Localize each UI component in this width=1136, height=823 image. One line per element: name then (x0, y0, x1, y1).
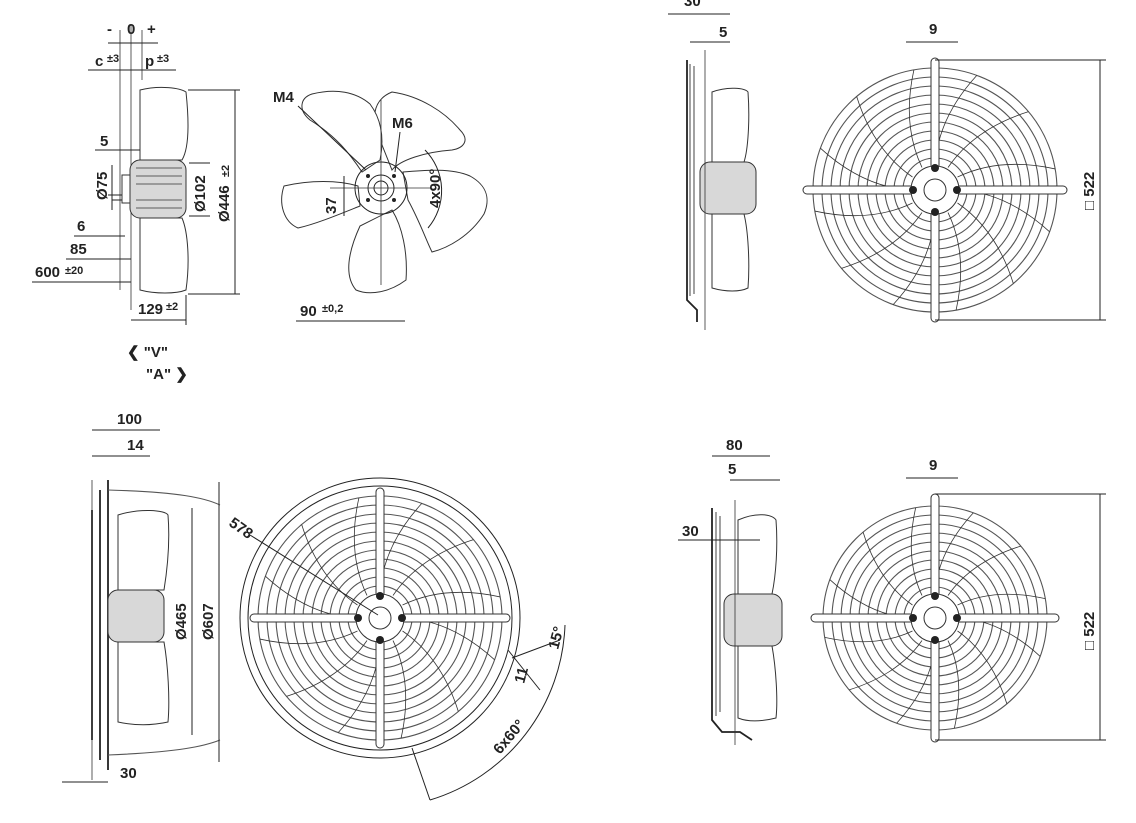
airflow-v-label: ❮ "V" (127, 344, 168, 361)
label-129: 129 (138, 301, 163, 318)
label-90: 90 (300, 303, 317, 320)
side-view-guard-fan: 30 5 (668, 0, 757, 330)
label-d446: Ø446 (216, 185, 233, 222)
label-11: 11 (511, 665, 532, 685)
label-4x90: 4x90° (427, 169, 444, 208)
label-578: 578 (226, 514, 256, 542)
label-100: 100 (117, 411, 142, 428)
label-85: 85 (70, 241, 87, 258)
label-p-tol: ±3 (157, 53, 169, 65)
label-p: p (145, 53, 154, 70)
front-view-guard-bottom (810, 493, 1060, 743)
motor-body-2 (699, 161, 757, 215)
label-zero: 0 (127, 21, 135, 38)
label-6x60: 6x60° (490, 716, 528, 757)
label-6: 6 (77, 218, 85, 235)
label-m4: M4 (273, 89, 294, 106)
label-d446-tol: ±2 (220, 165, 232, 177)
label-plus: + (147, 21, 156, 38)
front-view-guard-top (802, 57, 1068, 323)
label-5-top: 5 (719, 24, 727, 41)
label-30-top: 30 (684, 0, 701, 10)
label-15: 15° (545, 625, 567, 651)
label-30-bottom-right: 30 (682, 523, 699, 540)
label-5-bottom: 5 (728, 461, 736, 478)
front-view-ring-fan (239, 477, 521, 759)
side-view-ring-fan: 100 14 Ø465 Ø607 30 (62, 411, 221, 783)
label-600: 600 (35, 264, 60, 281)
label-c: c (95, 53, 103, 70)
label-d75: Ø75 (94, 172, 111, 200)
label-90-tol: ±0,2 (322, 303, 343, 315)
label-5: 5 (100, 133, 108, 150)
label-c-tol: ±3 (107, 53, 119, 65)
motor-body-4 (723, 593, 783, 647)
label-522-bottom: □ 522 (1081, 612, 1098, 650)
front-view-impeller: M4 M6 37 4x90° 90 ±0,2 (273, 89, 488, 322)
label-d102: Ø102 (192, 175, 209, 212)
label-30-bottom: 30 (120, 765, 137, 782)
label-37: 37 (323, 197, 340, 214)
label-9-bottom: 9 (929, 457, 937, 474)
label-m6: M6 (392, 115, 413, 132)
label-d607: Ø607 (200, 603, 217, 640)
label-522-top: □ 522 (1081, 172, 1098, 210)
label-14: 14 (127, 437, 144, 454)
side-view-axial-fan: - 0 + c ±3 p ±3 5 Ø75 6 85 600 ±20 Ø102 … (32, 21, 240, 383)
label-80: 80 (726, 437, 743, 454)
label-9-top: 9 (929, 21, 937, 38)
label-600-tol: ±20 (65, 265, 83, 277)
label-d465: Ø465 (173, 603, 190, 640)
airflow-a-label: "A" ❯ (146, 366, 188, 383)
motor-body-3 (107, 589, 165, 643)
side-view-guard-fan-2: 80 5 30 (678, 437, 783, 745)
label-minus: - (107, 21, 112, 38)
label-129-tol: ±2 (166, 301, 178, 313)
motor-body (129, 159, 187, 219)
